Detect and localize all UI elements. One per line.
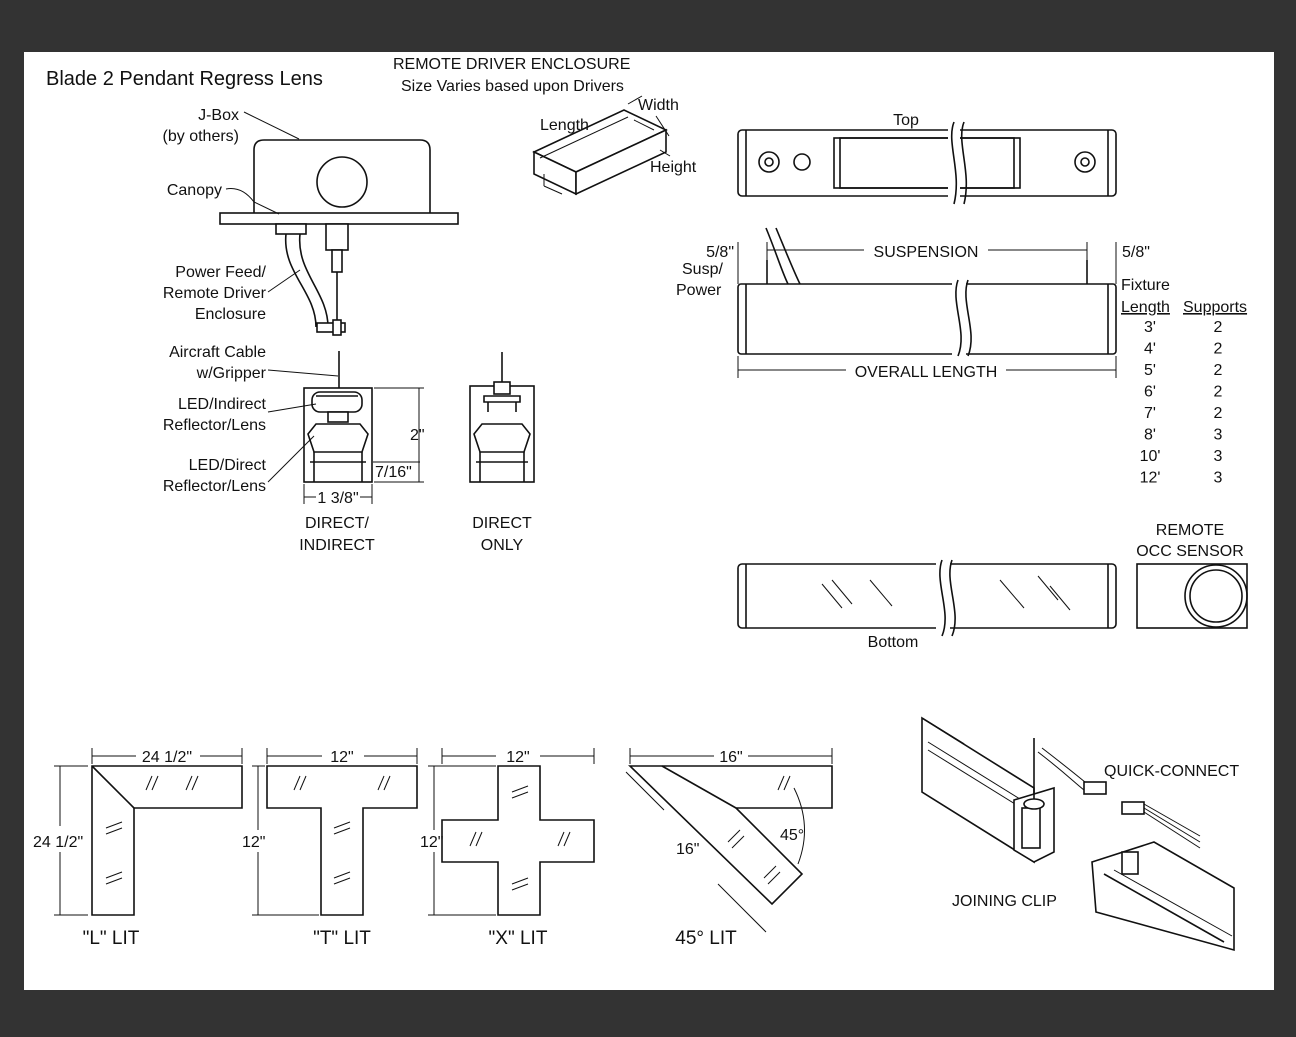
remote-occ-sensor: REMOTE OCC SENSOR: [1136, 522, 1248, 629]
x-lit-side-dim: 12": [420, 834, 443, 851]
config-45-lit: 16" 16" 45° 45° LIT: [625, 748, 833, 949]
top-view: Top: [737, 112, 1117, 208]
supports-row-count: 2: [1214, 341, 1223, 358]
joining-detail: QUICK-CONNECT JOINING CLIP: [921, 716, 1239, 952]
lit-45-label: 45° LIT: [675, 928, 737, 949]
lit-45-angle: 45°: [780, 827, 804, 844]
supports-row-length: 10': [1140, 448, 1161, 465]
section-offset-dim: 7/16": [375, 464, 412, 481]
led-direct-label-1: LED/Direct: [189, 457, 267, 474]
quick-connect-label: QUICK-CONNECT: [1104, 763, 1239, 780]
supports-row-length: 6': [1144, 384, 1156, 401]
supports-row-count: 2: [1214, 405, 1223, 422]
t-lit-top-dim: 12": [330, 749, 353, 766]
supports-row-count: 3: [1214, 470, 1223, 487]
susp-power-label-1: Susp/: [682, 261, 723, 278]
spec-sheet: Blade 2 Pendant Regress Lens REMOTE DRIV…: [24, 52, 1274, 990]
supports-row-length: 4': [1144, 341, 1156, 358]
l-lit-label: "L" LIT: [83, 928, 140, 949]
supports-row-length: 5': [1144, 362, 1156, 379]
supports-row-count: 2: [1214, 362, 1223, 379]
led-direct-label-2: Reflector/Lens: [163, 478, 266, 495]
section-height-dim: 2": [410, 427, 425, 444]
supports-row-length: 8': [1144, 427, 1156, 444]
l-lit-top-dim: 24 1/2": [142, 749, 192, 766]
side-elevation: SUSPENSION 5/8" 5/8" Susp/ Power OVERALL…: [676, 227, 1150, 381]
canopy-label: Canopy: [167, 182, 222, 199]
driver-length-label: Length: [540, 117, 589, 134]
supports-table: Fixture Length Supports 3' 2 4' 2 5' 2 6' 2 7' 2 8…: [1121, 277, 1247, 487]
led-indirect-label-1: LED/Indirect: [178, 396, 267, 413]
t-lit-side-dim: 12": [242, 834, 265, 851]
supports-col-supports: Supports: [1183, 299, 1247, 316]
aircraft-cable-label-1: Aircraft Cable: [169, 344, 266, 361]
lit-45-diag-dim: 16": [676, 841, 699, 858]
section-width-dim: 1 3/8": [317, 490, 358, 507]
occ-sensor-label-2: OCC SENSOR: [1136, 543, 1244, 560]
direct-only-label-1: DIRECT: [472, 515, 532, 532]
x-lit-top-dim: 12": [506, 749, 529, 766]
driver-enclosure-title: REMOTE DRIVER ENCLOSURE: [393, 56, 630, 73]
joining-clip-label: JOINING CLIP: [952, 893, 1057, 910]
x-lit-label: "X" LIT: [489, 928, 548, 949]
supports-row-count: 3: [1214, 448, 1223, 465]
susp-power-label-2: Power: [676, 282, 722, 299]
supports-row-count: 3: [1214, 427, 1223, 444]
config-x-lit: 12" 12" "X" LIT: [420, 748, 595, 949]
supports-col-length: Length: [1121, 299, 1170, 316]
direct-only-label-2: ONLY: [481, 537, 524, 554]
supports-row-length: 7': [1144, 405, 1156, 422]
drawing-canvas: Blade 2 Pendant Regress Lens REMOTE DRIV…: [33, 56, 1248, 952]
overall-length-dim: OVERALL LENGTH: [855, 364, 998, 381]
bottom-view: Bottom: [737, 558, 1117, 651]
lit-45-top-dim: 16": [719, 749, 742, 766]
power-feed-label-1: Power Feed/: [175, 264, 266, 281]
l-lit-side-dim: 24 1/2": [33, 834, 83, 851]
supports-table-header: Fixture: [1121, 277, 1170, 294]
direct-indirect-label-2: INDIRECT: [299, 537, 375, 554]
supports-row-count: 2: [1214, 319, 1223, 336]
aircraft-cable-label-2: w/Gripper: [196, 365, 267, 382]
suspension-dim: SUSPENSION: [874, 244, 979, 261]
bottom-view-label: Bottom: [868, 634, 919, 651]
left-offset-dim: 5/8": [706, 244, 734, 261]
t-lit-label: "T" LIT: [313, 928, 371, 949]
occ-sensor-label-1: REMOTE: [1156, 522, 1224, 539]
driver-height-label: Height: [650, 159, 697, 176]
driver-width-label: Width: [638, 97, 679, 114]
config-t-lit: 12" 12" "T" LIT: [242, 748, 418, 949]
section-direct-indirect: 2" 7/16" 1 3/8" DIRECT/ INDIRECT LED/Ind…: [163, 387, 425, 554]
supports-row-count: 2: [1214, 384, 1223, 401]
config-l-lit: 24 1/2" 24 1/2" "L" LIT: [33, 748, 243, 949]
section-direct-only: DIRECT ONLY: [469, 352, 535, 554]
direct-indirect-label-1: DIRECT/: [305, 515, 370, 532]
sheet-title: Blade 2 Pendant Regress Lens: [46, 68, 323, 90]
supports-row-length: 3': [1144, 319, 1156, 336]
jbox-label-1: J-Box: [198, 107, 239, 124]
driver-enclosure-subtitle: Size Varies based upon Drivers: [401, 78, 624, 95]
right-offset-dim: 5/8": [1122, 244, 1150, 261]
canopy-assembly: J-Box (by others) Canopy Power Feed/ Rem…: [163, 107, 459, 388]
jbox-label-2: (by others): [163, 128, 239, 145]
led-indirect-label-2: Reflector/Lens: [163, 417, 266, 434]
power-feed-label-2: Remote Driver: [163, 285, 267, 302]
remote-driver-enclosure: REMOTE DRIVER ENCLOSURE Size Varies base…: [393, 56, 697, 196]
top-view-label: Top: [893, 112, 919, 129]
supports-row-length: 12': [1140, 470, 1161, 487]
power-feed-label-3: Enclosure: [195, 306, 266, 323]
